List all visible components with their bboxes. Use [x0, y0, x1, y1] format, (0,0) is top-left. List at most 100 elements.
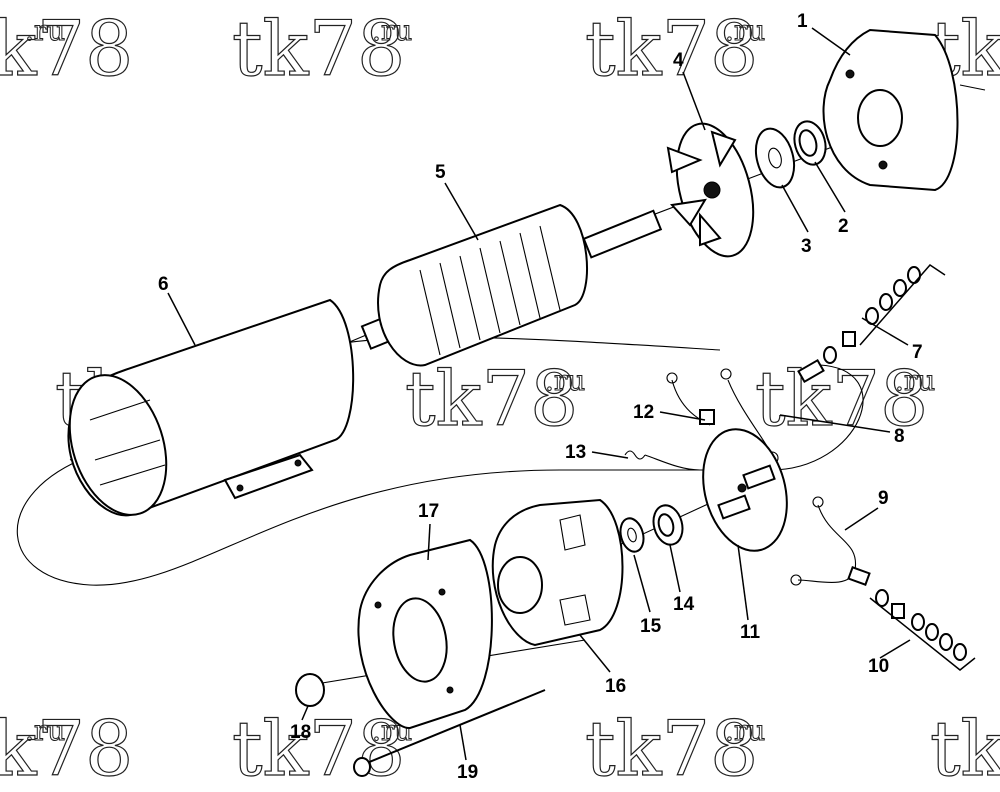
leader-14: [669, 544, 681, 593]
end-frame-hole: [845, 69, 855, 79]
mounting-foot: [223, 453, 314, 500]
leader-5: [444, 182, 479, 241]
spring-lead: [644, 454, 701, 471]
watermark-main: tk78: [585, 704, 758, 792]
leader-10: [879, 639, 911, 659]
leader-18: [301, 705, 309, 721]
group-bracket: [869, 597, 976, 671]
washer-hole: [768, 147, 782, 169]
washer-3: [754, 127, 796, 189]
terminal-nut: [953, 643, 967, 661]
watermark-sup: .ru: [895, 364, 935, 397]
watermark-main: tk78: [405, 354, 578, 443]
brush-box: [717, 494, 751, 520]
cover-opening: [392, 597, 448, 683]
brush-holder-plate: [702, 428, 788, 552]
end-frame-bore: [497, 556, 543, 614]
callout-3: 3: [801, 236, 812, 257]
bolt-head: [353, 757, 371, 777]
watermark-main: tk78: [0, 704, 133, 792]
cover-hole: [438, 588, 446, 596]
terminal-washer: [823, 346, 837, 364]
cover-hole: [374, 601, 382, 609]
terminal-lockwasher: [879, 293, 893, 311]
drive-end-frame: [822, 28, 986, 192]
end-frame-hole: [878, 160, 888, 170]
group-bracket: [859, 264, 946, 346]
callout-numbers: 1 2 3 4 5 6 7 8 9 10 11 12 13 14 15 16 1…: [158, 11, 923, 783]
leader-8: [779, 414, 891, 433]
callout-5: 5: [435, 162, 446, 183]
terminal-lockwasher: [925, 623, 939, 641]
leader-11: [737, 544, 749, 621]
end-frame-screw: [959, 84, 986, 91]
end-frame-bore: [857, 89, 903, 147]
armature-windings: [419, 225, 561, 356]
through-bolt-19: [353, 689, 546, 777]
callout-1: 1: [797, 11, 808, 32]
callout-7: 7: [912, 342, 923, 363]
lead-terminal: [790, 574, 802, 586]
leader-7: [861, 317, 909, 346]
terminal-insulator: [891, 603, 905, 619]
callout-18: 18: [290, 722, 311, 743]
bolt-shank: [361, 689, 546, 766]
wire-loop: [16, 364, 864, 586]
housing-opening: [68, 374, 168, 516]
field-pole: [89, 399, 166, 486]
plug-cap: [295, 673, 325, 707]
watermark-sup: .ru: [372, 14, 412, 47]
terminal-hardware-10: [869, 589, 976, 671]
plug-18: [295, 673, 325, 707]
brush-box: [742, 464, 776, 490]
lead-terminal: [812, 496, 824, 508]
callout-10: 10: [868, 656, 889, 677]
terminal-washer: [875, 589, 889, 607]
bearing-inner: [798, 129, 818, 157]
lead-terminal: [720, 368, 732, 380]
washer: [619, 517, 645, 553]
callout-14: 14: [673, 594, 695, 615]
terminal-nut: [939, 633, 953, 651]
bearing-inner: [657, 513, 675, 537]
armature: [360, 203, 663, 367]
leader-3: [781, 184, 809, 233]
spring-coil: [624, 450, 646, 460]
plate-center: [737, 483, 747, 493]
lead-connector: [699, 409, 715, 425]
terminal-insulator: [842, 331, 856, 347]
leader-19: [459, 724, 467, 761]
watermark-sup: .ru: [25, 14, 65, 47]
leader-1: [811, 27, 851, 56]
callout-16: 16: [605, 676, 626, 697]
terminal-stud: [847, 566, 871, 586]
leader-4: [682, 71, 706, 131]
commutator-end-frame: [491, 498, 624, 647]
leader-9: [844, 507, 879, 531]
leader-13: [591, 451, 629, 459]
washer-15: [619, 517, 645, 553]
callout-4: 4: [673, 50, 684, 71]
field-lead-wire: [797, 504, 857, 583]
watermark-main: tk78: [755, 354, 928, 443]
armature-shaft: [582, 209, 663, 259]
watermark-sup: .ru: [545, 364, 585, 397]
mount-hole: [236, 484, 244, 492]
end-frame-window: [559, 514, 591, 626]
callout-6: 6: [158, 274, 169, 295]
brush-spring-13: [624, 450, 701, 471]
washer-hole: [627, 527, 637, 543]
watermark-main: tk78: [930, 704, 1000, 792]
watermark-sup: .ru: [25, 714, 65, 747]
bearing-14: [652, 504, 684, 546]
washer: [754, 127, 796, 189]
cover-band: [357, 538, 493, 730]
watermark-main: tk78: [232, 4, 405, 93]
fan-blades: [666, 130, 737, 247]
callout-8: 8: [894, 426, 905, 447]
callout-13: 13: [565, 442, 586, 463]
armature-core: [377, 203, 588, 367]
callout-9: 9: [878, 488, 889, 509]
field-lead-9: [790, 496, 871, 586]
